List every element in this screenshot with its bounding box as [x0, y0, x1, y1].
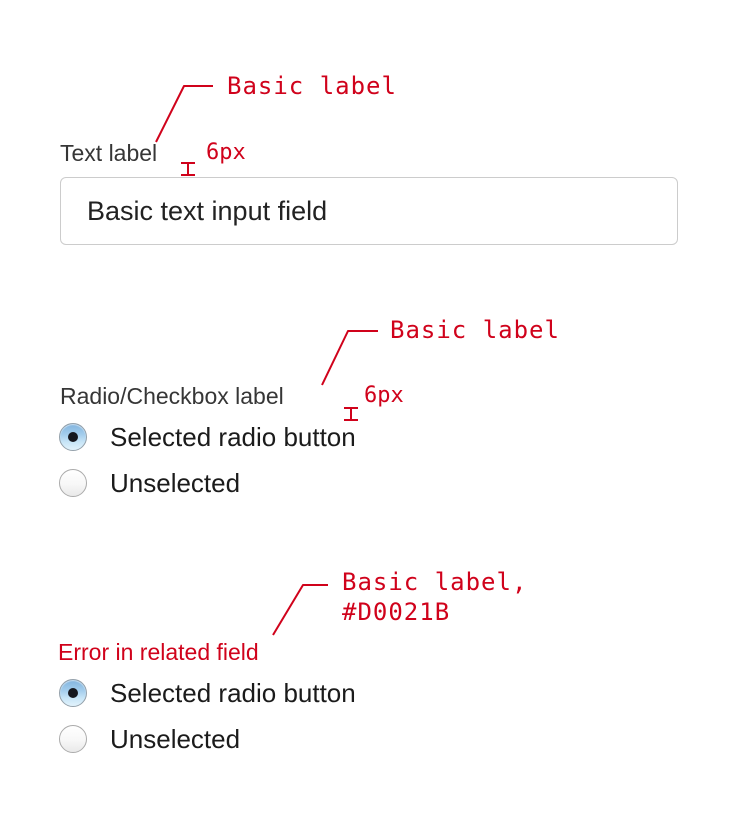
annotation-error-line2: #D0021B: [342, 598, 451, 626]
radio-option-label: Unselected: [110, 468, 241, 498]
spacing-note-1: 6px: [206, 140, 246, 165]
radio-option-label: Selected radio button: [110, 678, 356, 708]
annotation-basic-label-1: Basic label: [227, 72, 397, 100]
radio-selected-icon[interactable]: [59, 423, 87, 451]
radio-option-label: Selected radio button: [110, 422, 356, 452]
leader-line-3: [272, 584, 328, 636]
radio-row: Selected radio button: [59, 678, 356, 708]
radio-group-label: Radio/Checkbox label: [60, 383, 284, 409]
radio-option-label: Unselected: [110, 724, 241, 754]
radio-unselected-icon[interactable]: [59, 725, 87, 753]
radio-row: Unselected: [59, 724, 240, 754]
basic-text-input[interactable]: [60, 177, 678, 245]
annotation-basic-label-error: Basic label,#D0021B: [342, 567, 527, 627]
text-input-label: Text label: [60, 140, 158, 166]
spacing-note-2: 6px: [364, 383, 404, 408]
radio-unselected-icon[interactable]: [59, 469, 87, 497]
radio-row: Selected radio button: [59, 422, 356, 452]
radio-row: Unselected: [59, 468, 240, 498]
radio-selected-icon[interactable]: [59, 679, 87, 707]
leader-line-1: [155, 85, 213, 143]
spacing-ibeam-icon-2: [344, 407, 358, 421]
leader-line-2: [321, 330, 378, 386]
annotation-error-line1: Basic label,: [342, 568, 528, 596]
spacing-ibeam-icon-1: [181, 162, 195, 176]
error-field-label: Error in related field: [58, 639, 259, 665]
annotation-basic-label-2: Basic label: [390, 316, 560, 344]
